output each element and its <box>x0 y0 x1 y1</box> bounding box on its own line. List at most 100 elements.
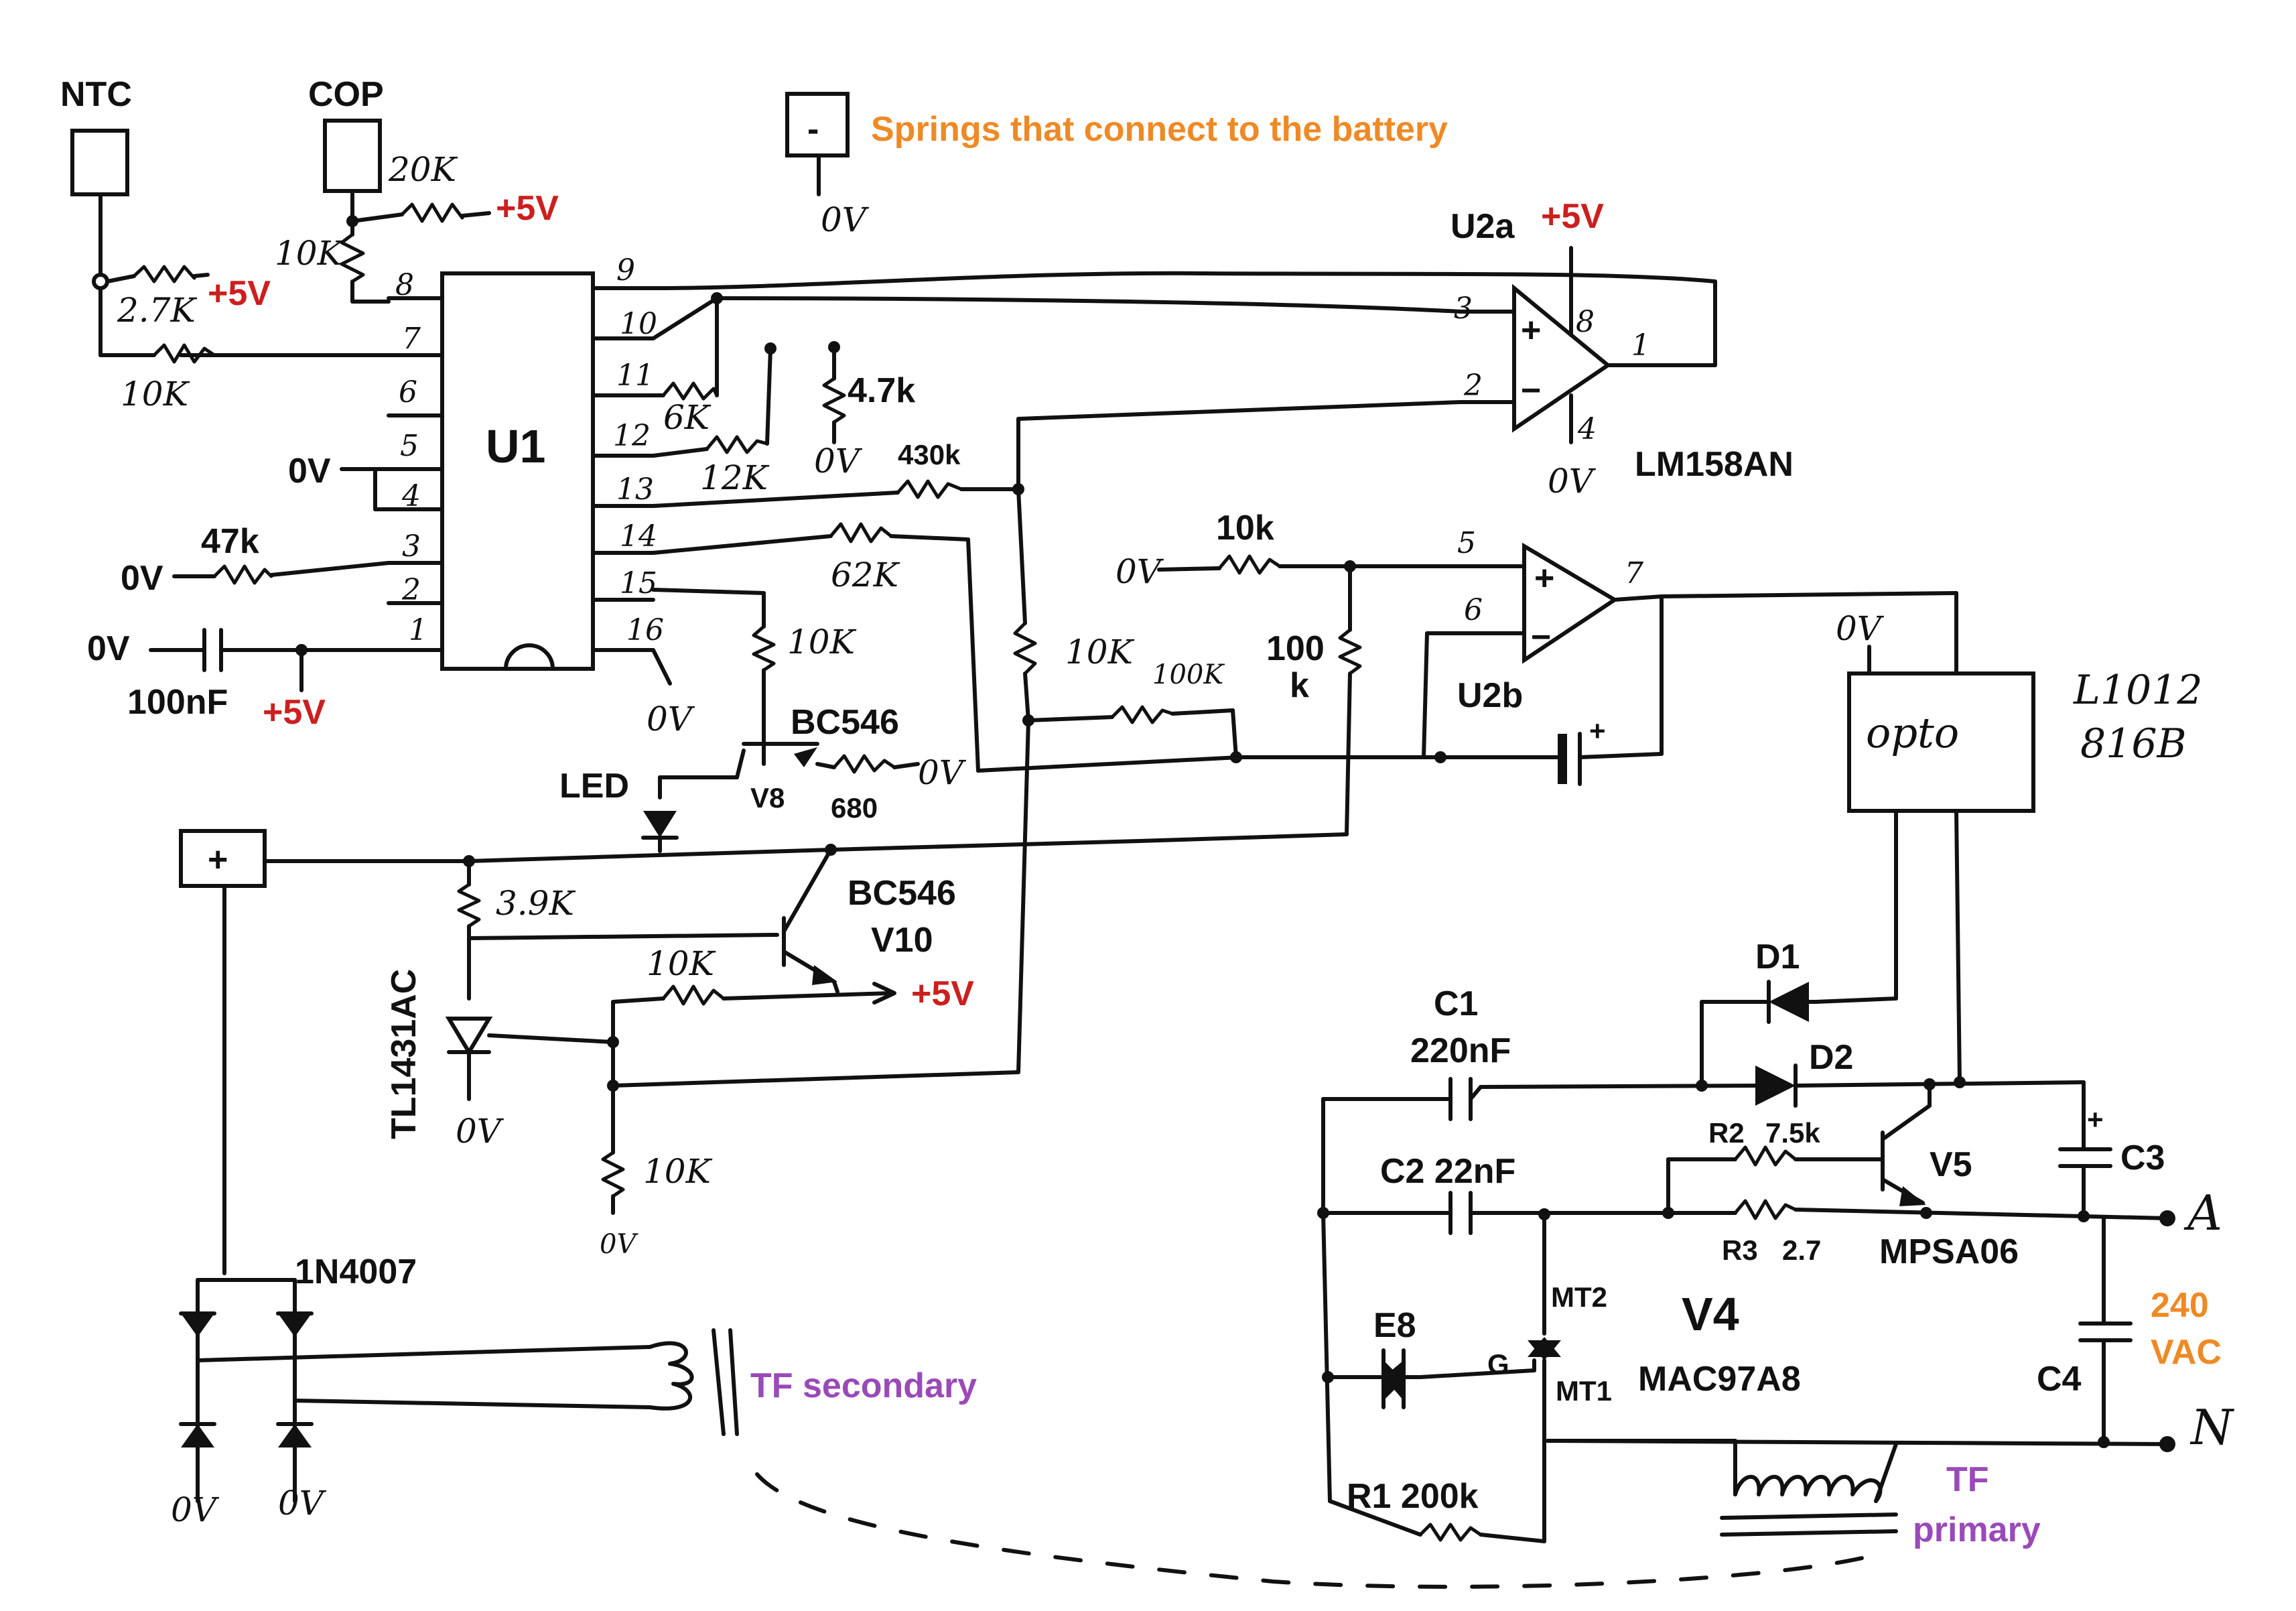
res-6k-label: 6K <box>663 398 712 437</box>
c3-label: C3 <box>2120 1139 2165 1177</box>
u1-pin-13: 13 <box>616 472 654 507</box>
diac-e8 <box>1321 1211 1422 1503</box>
u2b-pin-7: 7 <box>1625 556 1643 590</box>
res-430k <box>651 479 1024 508</box>
v10-name: V10 <box>871 921 933 960</box>
res-47k <box>172 561 391 585</box>
cap-100nf <box>149 628 308 692</box>
res-680-label: 680 <box>831 792 878 824</box>
u1-pin-5: 5 <box>400 429 419 463</box>
u1-pin-16: 16 <box>626 613 664 647</box>
r3-value: 2.7 <box>1782 1234 1821 1266</box>
vac-a: 240 <box>2151 1286 2209 1325</box>
bridge-label: 1N4007 <box>295 1252 417 1291</box>
u1-chip <box>440 271 595 671</box>
c4-label: C4 <box>2037 1360 2082 1399</box>
gate-label: G <box>1487 1348 1509 1380</box>
ntc-network <box>92 265 216 364</box>
r3-name: R3 <box>1722 1234 1758 1266</box>
ground-label-u2a: 0V <box>1548 462 1597 501</box>
pin9-feedback-wire <box>651 271 1717 367</box>
res-10k-u2b <box>1157 554 1463 575</box>
mt2-label: MT2 <box>1551 1281 1607 1313</box>
u2a-pin-1: 1 <box>1631 328 1650 363</box>
res-62k <box>651 522 1241 773</box>
opto-part-b: 816B <box>2080 720 2187 767</box>
u1-name: U1 <box>486 420 545 472</box>
ground-label-br2: 0V <box>278 1484 327 1523</box>
u2a-pin-4: 4 <box>1577 412 1597 446</box>
diode-d1 <box>1700 980 1818 1088</box>
diode-d2 <box>1479 1064 2086 1108</box>
res-10k-u2b-label: 10k <box>1216 509 1274 547</box>
u2b-minus-sign: − <box>1531 618 1551 657</box>
res-10k-pin15 <box>651 588 776 746</box>
res-2-7k-label: 2.7K <box>117 291 198 330</box>
ntc-connector <box>70 129 129 283</box>
ground-label-opto: 0V <box>1836 609 1885 648</box>
tf-primary-coil <box>1546 1439 1898 1537</box>
res-r2-v5 <box>1666 1082 1932 1215</box>
res-100k-vertical <box>1338 564 1362 836</box>
ground-label-10k-u2b: 0V <box>1116 552 1164 591</box>
u2a-pin-2: 2 <box>1463 369 1483 403</box>
u2a-part: LM158AN <box>1635 445 1794 484</box>
r1-label: R1 200k <box>1347 1477 1479 1516</box>
mains-n-label: N <box>2189 1399 2235 1456</box>
u1-pin-6: 6 <box>399 375 417 409</box>
supply-cop: +5V <box>496 189 559 228</box>
v8-name: V8 <box>750 782 785 814</box>
u2b-pin-6: 6 <box>1464 593 1483 627</box>
u1-pin-2: 2 <box>401 573 421 607</box>
tf-secondary-coil <box>648 1328 739 1436</box>
ground-label-47k: 0V <box>121 559 163 598</box>
c2-label: C2 22nF <box>1380 1152 1515 1191</box>
e8-label: E8 <box>1373 1306 1416 1345</box>
res-20k-label: 20K <box>388 150 458 189</box>
res-100k-a-label: 100 <box>1266 629 1325 668</box>
cap-100nf-label: 100nF <box>127 683 228 722</box>
ground-label-pin16: 0V <box>647 700 695 738</box>
res-12k <box>651 342 776 458</box>
u2a-minus-feed <box>611 400 1463 1088</box>
c1-name: C1 <box>1434 984 1478 1023</box>
u2a-pin-8: 8 <box>1576 305 1595 339</box>
ground-label-tl: 0V <box>456 1112 504 1151</box>
u1-pin-14: 14 <box>620 519 657 554</box>
u1-pin-11: 11 <box>616 359 654 393</box>
mt1-label: MT1 <box>1556 1375 1612 1407</box>
ground-label-4-7k: 0V <box>814 442 863 480</box>
u1-pin-7: 7 <box>402 322 421 356</box>
vac-b: VAC <box>2151 1333 2222 1372</box>
res-100k-b-label: k <box>1290 666 1309 705</box>
res-3-9k-label: 3.9K <box>496 884 576 923</box>
res-6k <box>651 381 719 401</box>
res-430k-label: 430k <box>898 439 961 470</box>
led-label: LED <box>559 767 629 806</box>
u2a-plus-sign: + <box>1521 311 1541 350</box>
battery-plus-connector <box>179 829 267 1275</box>
pin10-wire <box>651 292 1463 397</box>
ground-label-bot10k: 0V <box>600 1229 638 1260</box>
u1-pin-1: 1 <box>409 613 427 647</box>
res-4-7k-label: 4.7k <box>848 371 915 410</box>
v5-name: V5 <box>1930 1145 1972 1184</box>
cap-c3 <box>2058 1080 2112 1218</box>
res-10k-v10-label: 10K <box>647 944 716 983</box>
tl1431-label: TL1431AC <box>385 969 423 1139</box>
ground-label-680: 0V <box>918 753 967 792</box>
u2b-output-wire <box>1660 591 1958 598</box>
res-10k-pot-label: 10K <box>275 234 344 273</box>
mac97-label: MAC97A8 <box>1638 1360 1801 1399</box>
cap-c2-r3-line <box>1317 1191 2175 1235</box>
u1-pin-4: 4 <box>401 479 421 513</box>
res-4-7k <box>822 341 846 444</box>
u2b-feedback-cap <box>1234 594 1664 786</box>
supply-v10: +5V <box>911 974 974 1013</box>
cop-network <box>340 202 491 304</box>
d1-label: D1 <box>1755 938 1800 976</box>
res-47k-label: 47k <box>201 522 259 561</box>
regulator-section <box>445 848 896 1215</box>
mpsa06-label: MPSA06 <box>1879 1232 2019 1271</box>
mains-a-label: A <box>2183 1185 2222 1241</box>
